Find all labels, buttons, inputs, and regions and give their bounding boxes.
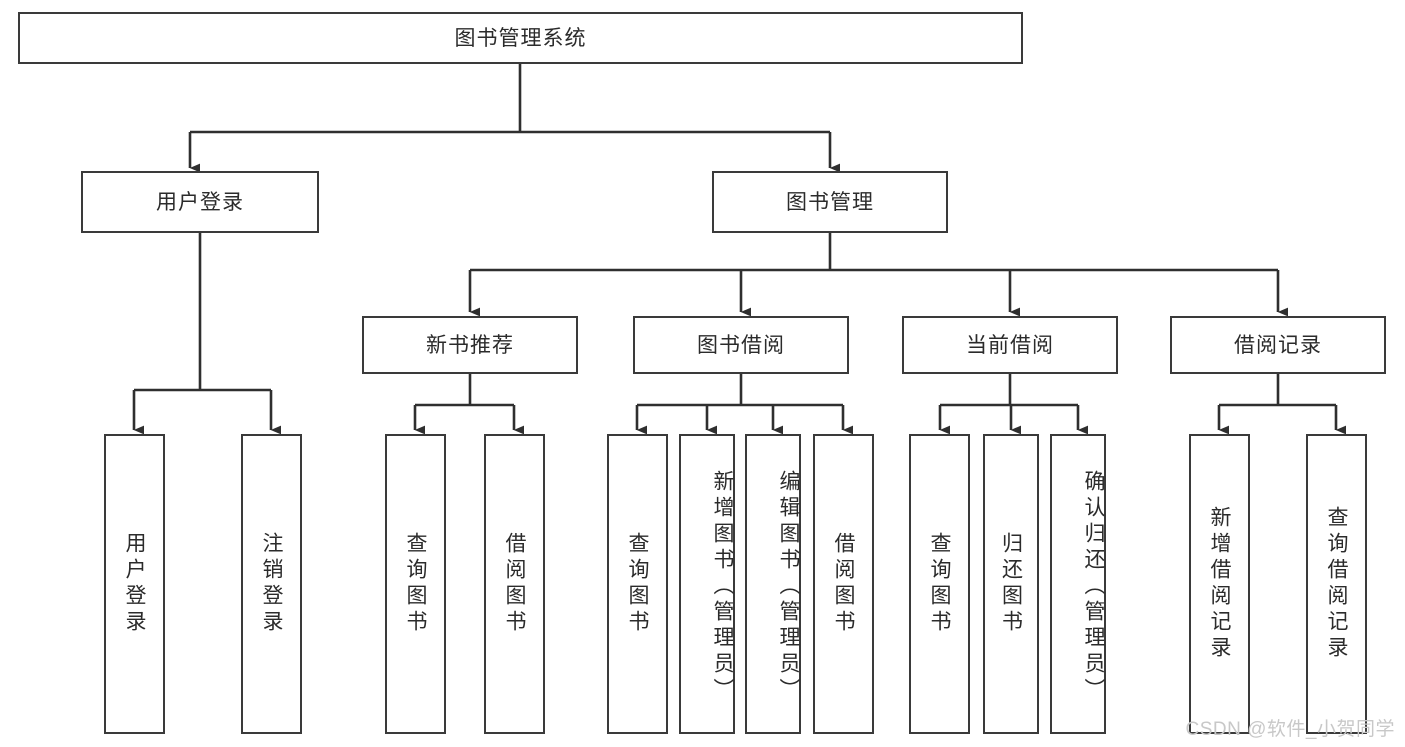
edge-group-root: [188, 64, 841, 173]
node-user-login[interactable]: 用户登录: [81, 171, 319, 233]
node-current-borrow[interactable]: 当前借阅: [902, 316, 1118, 374]
edge-group-new-book-rec: [413, 374, 525, 435]
node-book-manage-label: 图书管理: [786, 190, 874, 214]
node-leaf-user-login[interactable]: 用户登录: [104, 434, 165, 734]
node-leaf-user-login-label: 用户登录: [123, 532, 146, 636]
node-user-login-label: 用户登录: [156, 190, 244, 214]
edge-group-user-login: [132, 233, 282, 435]
node-leaf-borrow-book-1-label: 借阅图书: [503, 532, 526, 636]
node-new-book-rec[interactable]: 新书推荐: [362, 316, 578, 374]
node-root[interactable]: 图书管理系统: [18, 12, 1023, 64]
node-leaf-query-book-2-label: 查询图书: [626, 532, 649, 636]
node-leaf-query-record-label: 查询借阅记录: [1325, 506, 1348, 662]
node-new-book-rec-label: 新书推荐: [426, 333, 514, 357]
edge-group-book-borrow: [635, 374, 854, 435]
node-leaf-logout-label: 注销登录: [260, 532, 283, 636]
node-book-borrow[interactable]: 图书借阅: [633, 316, 849, 374]
node-book-borrow-label: 图书借阅: [697, 333, 785, 357]
node-leaf-add-record[interactable]: 新增借阅记录: [1189, 434, 1250, 734]
node-borrow-record[interactable]: 借阅记录: [1170, 316, 1386, 374]
node-borrow-record-label: 借阅记录: [1234, 333, 1322, 357]
node-root-label: 图书管理系统: [454, 26, 587, 50]
node-leaf-query-book-2[interactable]: 查询图书: [607, 434, 668, 734]
node-leaf-add-book[interactable]: 新增图书（管理员）: [679, 434, 735, 734]
node-leaf-return-book[interactable]: 归还图书: [983, 434, 1039, 734]
node-leaf-borrow-book-2-label: 借阅图书: [832, 532, 855, 636]
node-leaf-query-book-3-label: 查询图书: [928, 532, 951, 636]
node-leaf-edit-book[interactable]: 编辑图书（管理员）: [745, 434, 801, 734]
edge-group-book-manage: [468, 233, 1289, 317]
node-leaf-logout[interactable]: 注销登录: [241, 434, 302, 734]
node-leaf-confirm-return[interactable]: 确认归还（管理员）: [1050, 434, 1106, 734]
node-leaf-edit-book-label: 编辑图书（管理员）: [777, 470, 800, 704]
node-leaf-add-record-label: 新增借阅记录: [1208, 506, 1231, 662]
node-leaf-borrow-book-1[interactable]: 借阅图书: [484, 434, 545, 734]
edge-group-borrow-record: [1217, 374, 1347, 435]
node-leaf-borrow-book-2[interactable]: 借阅图书: [813, 434, 874, 734]
edge-group-current-borrow: [938, 374, 1089, 435]
node-leaf-query-record[interactable]: 查询借阅记录: [1306, 434, 1367, 734]
node-leaf-return-book-label: 归还图书: [999, 532, 1023, 636]
node-leaf-query-book-1[interactable]: 查询图书: [385, 434, 446, 734]
node-book-manage[interactable]: 图书管理: [712, 171, 948, 233]
node-leaf-confirm-return-label: 确认归还（管理员）: [1082, 470, 1105, 704]
node-leaf-query-book-3[interactable]: 查询图书: [909, 434, 970, 734]
node-leaf-add-book-label: 新增图书（管理员）: [711, 470, 734, 704]
node-current-borrow-label: 当前借阅: [966, 333, 1054, 357]
node-leaf-query-book-1-label: 查询图书: [404, 532, 427, 636]
